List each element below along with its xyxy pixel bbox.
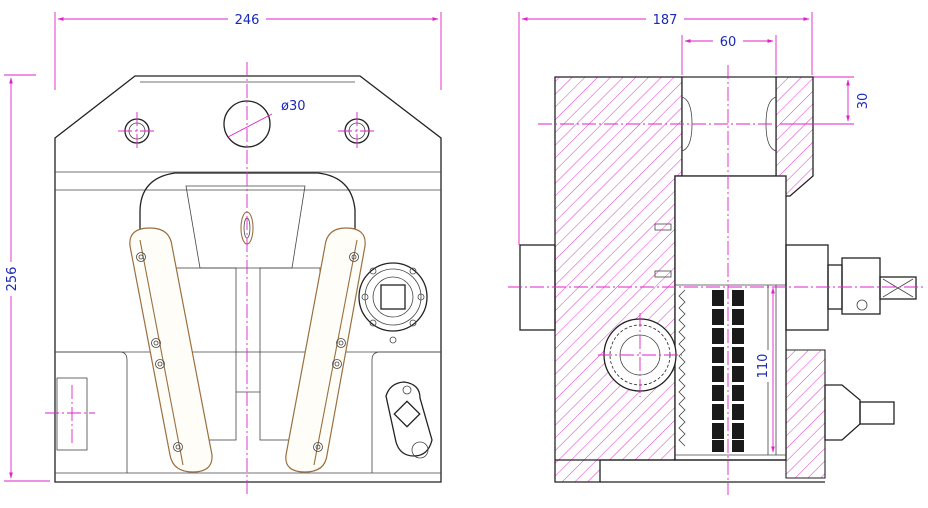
pinion-gear-icon: [598, 313, 682, 397]
spring-stack-icon: [712, 290, 744, 452]
lower-knob-icon: [824, 384, 895, 441]
side-hub: [519, 244, 556, 331]
square-drive-boss-icon: [358, 262, 428, 344]
bolt-left-icon: [118, 112, 156, 150]
front-width-label: 246: [235, 13, 260, 28]
bore-width-label: 60: [720, 35, 737, 50]
bolt-right-icon: [338, 112, 376, 150]
dimension-256: 256: [2, 74, 50, 482]
center-hole: ø30: [223, 99, 306, 148]
dimension-246: 246: [54, 9, 442, 90]
jaw-cavity: [139, 172, 356, 232]
rack-teeth: [678, 289, 686, 447]
lever-nut-icon: [385, 381, 433, 459]
dimension-30: 30: [790, 76, 872, 125]
dimension-60: 60: [681, 31, 777, 75]
front-height-label: 256: [5, 267, 20, 292]
dimension-187: 187: [518, 9, 813, 245]
rack-height-label: 110: [756, 354, 771, 379]
right-arm: [285, 227, 366, 473]
hole-diameter-label: ø30: [281, 99, 306, 114]
side-view: 187 60 30: [508, 9, 925, 495]
front-view: 246 256: [2, 9, 442, 495]
left-arm: [129, 227, 213, 473]
side-knob-icon: [785, 244, 917, 331]
dimension-110: 110: [756, 287, 775, 453]
front-body-outline: [54, 75, 442, 483]
side-body-section: [554, 76, 683, 483]
side-width-label: 187: [653, 13, 678, 28]
bore-depth-label: 30: [856, 93, 871, 110]
